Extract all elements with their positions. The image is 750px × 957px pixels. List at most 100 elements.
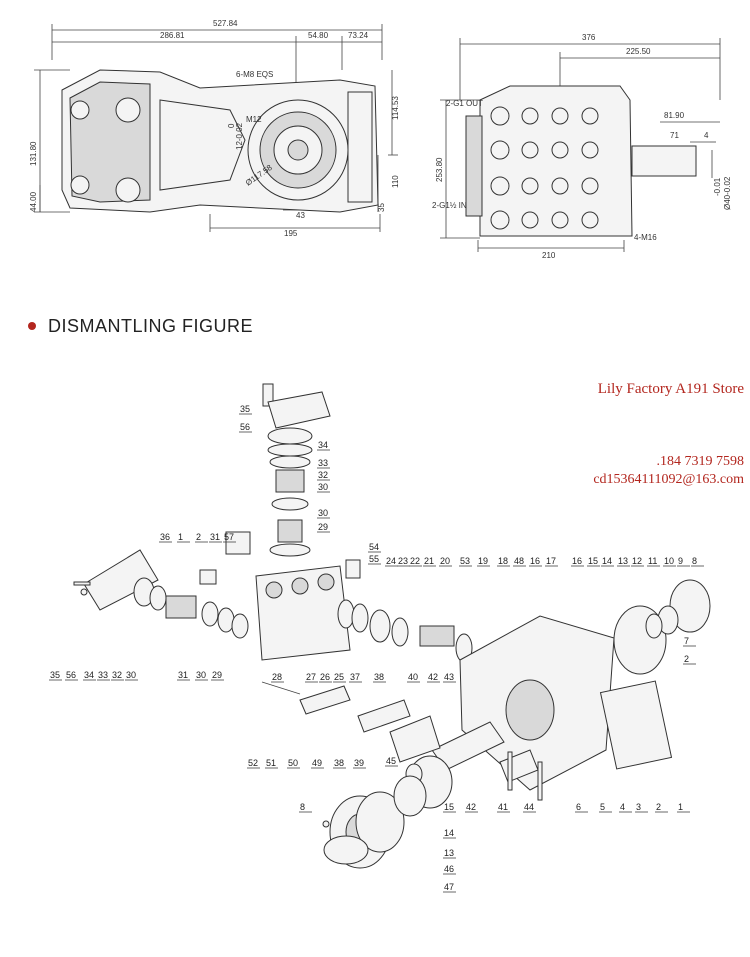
part-callout: 30 — [318, 482, 328, 492]
port-hole — [581, 107, 599, 125]
dim-71: 71 — [670, 131, 679, 140]
part-callout: 45 — [386, 756, 396, 766]
dim-131: 131.80 — [29, 141, 38, 166]
part-callout: 14 — [444, 828, 454, 838]
part-callout: 5 — [600, 802, 605, 812]
part-callout: 34 — [84, 670, 94, 680]
dim-54: 54.80 — [308, 31, 329, 40]
part-callout: 9 — [678, 556, 683, 566]
part-callout: 30 — [126, 670, 136, 680]
part-callout: 49 — [312, 758, 322, 768]
store-name: Lily Factory A191 Store — [597, 381, 744, 397]
part-callout: 21 — [424, 556, 434, 566]
dim-shaft-dia: Ø40-0.02 — [723, 176, 732, 210]
part-callout: 55 — [369, 554, 379, 564]
port-hole — [551, 107, 569, 125]
part-callout: 35 — [50, 670, 60, 680]
port-hole — [521, 107, 539, 125]
port-hole — [521, 141, 539, 159]
part-callout: 48 — [514, 556, 524, 566]
port-hole — [581, 211, 599, 229]
dim-35: 35 — [377, 203, 386, 212]
port-hole — [490, 106, 510, 126]
dim-43: 43 — [296, 211, 305, 220]
section-bullet-icon — [28, 322, 36, 330]
part-callout: 14 — [602, 556, 612, 566]
part-callout: 20 — [440, 556, 450, 566]
dim-73: 73.24 — [348, 31, 369, 40]
part-callout: 28 — [272, 672, 282, 682]
part-callout: 12 — [632, 556, 642, 566]
port-hole — [551, 177, 569, 195]
part-callout: 36 — [160, 532, 170, 542]
part-callout: 2 — [656, 802, 661, 812]
part-callout: 47 — [444, 882, 454, 892]
part-callout: 18 — [498, 556, 508, 566]
part-callout: 13 — [444, 848, 454, 858]
port-hole — [551, 141, 569, 159]
part-callout: 38 — [334, 758, 344, 768]
store-contact: .184 7319 7598 cd15364111092@163.com — [593, 453, 744, 489]
part-callout: 44 — [524, 802, 534, 812]
port-hole — [521, 211, 539, 229]
part-callout: 15 — [444, 802, 454, 812]
part-callout: 13 — [618, 556, 628, 566]
part-callout: 34 — [318, 440, 328, 450]
part-callout: 53 — [460, 556, 470, 566]
part-callout: 11 — [648, 556, 657, 566]
part-callout: 32 — [112, 670, 122, 680]
part-callout: 8 — [692, 556, 697, 566]
dim-110: 110 — [391, 175, 400, 188]
part-callout: 31 — [178, 670, 188, 680]
part-callout: 31 — [210, 532, 220, 542]
part-callout: 37 — [350, 672, 360, 682]
front-view-drawing: 527.84 286.81 54.80 73.24 6-M8 EQS M12 1… — [29, 19, 400, 238]
part-callout: 54 — [369, 542, 379, 552]
part-callout: 1 — [178, 532, 183, 542]
port-hole — [490, 176, 510, 196]
part-callout: 35 — [240, 404, 250, 414]
note-bolts: 6-M8 EQS — [236, 70, 273, 79]
part-callout: 16 — [572, 556, 582, 566]
dim-195: 195 — [284, 229, 298, 238]
part-callout: 26 — [320, 672, 330, 682]
dim-376: 376 — [582, 33, 596, 42]
port-out: 2-G1 OUT — [446, 99, 483, 108]
dim-253: 253.80 — [435, 157, 444, 182]
port-hole — [490, 210, 510, 230]
part-callout: 40 — [408, 672, 418, 682]
part-callout: 1 — [678, 802, 683, 812]
part-callout: 2 — [684, 654, 689, 664]
part-callout: 52 — [248, 758, 258, 768]
part-callout: 30 — [196, 670, 206, 680]
dim-overall-length: 527.84 — [213, 19, 238, 28]
dim-4: 4 — [704, 131, 709, 140]
part-callout: 8 — [300, 802, 305, 812]
store-email: cd15364111092@163.com — [593, 472, 744, 487]
part-callout: 41 — [498, 802, 508, 812]
part-callout: 33 — [98, 670, 108, 680]
port-hole — [581, 141, 599, 159]
part-callout: 56 — [66, 670, 76, 680]
part-callout: 33 — [318, 458, 328, 468]
part-callout: 4 — [620, 802, 625, 812]
part-callout: 42 — [466, 802, 476, 812]
part-callout: 38 — [374, 672, 384, 682]
part-callout: 43 — [444, 672, 454, 682]
side-view-drawing: 376 225.50 81.90 71 4 2-G1 OUT 2-G1½ IN … — [432, 33, 732, 260]
section-title: DISMANTLING FIGURE — [48, 316, 254, 336]
part-callout: 17 — [546, 556, 556, 566]
part-callout: 39 — [354, 758, 364, 768]
dim-81: 81.90 — [664, 111, 685, 120]
port-hole — [551, 211, 569, 229]
part-callout: 56 — [240, 422, 250, 432]
part-callout: 50 — [288, 758, 298, 768]
part-callout: 3 — [636, 802, 641, 812]
part-callout: 51 — [266, 758, 276, 768]
port-hole — [521, 177, 539, 195]
part-callout: 29 — [212, 670, 222, 680]
note-tol: 12-0.02 — [235, 122, 244, 150]
part-callout: 24 — [386, 556, 396, 566]
port-hole — [581, 177, 599, 195]
